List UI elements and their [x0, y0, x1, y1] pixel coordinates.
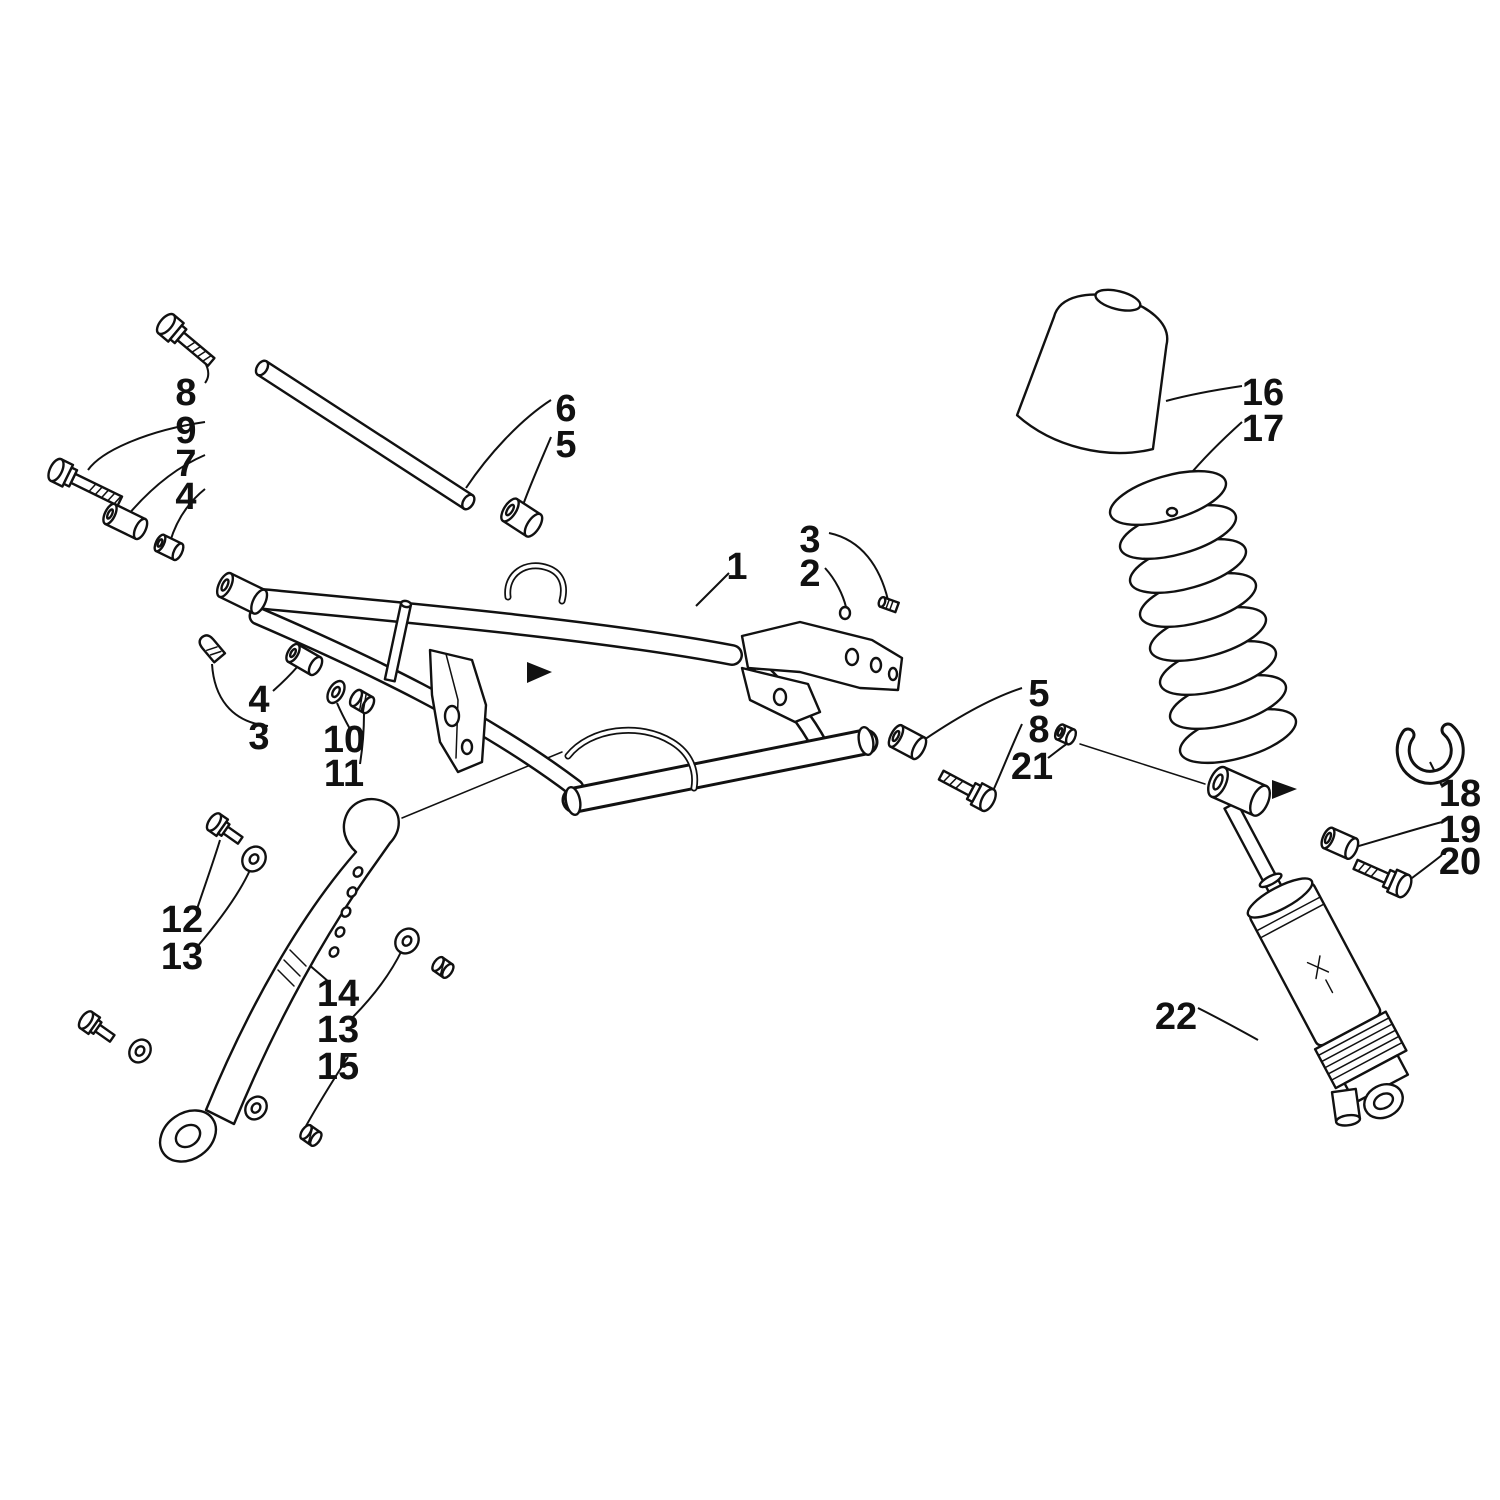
leader-callout-17 [1186, 421, 1243, 479]
shock-absorber-22 [1223, 800, 1410, 1127]
callout-5a: 5 [555, 424, 576, 466]
nut-15b [299, 1123, 323, 1148]
leader-callout-13b [349, 949, 403, 1021]
spacer-bushing-7 [102, 502, 149, 541]
direction-marker-left [527, 662, 552, 683]
lock-nut-21 [1053, 723, 1078, 746]
shock-mount-axis-line [1079, 743, 1206, 785]
washer-10 [326, 679, 346, 705]
bushing-5a [500, 497, 544, 538]
callout-14: 14 [317, 973, 359, 1015]
washer-13b [394, 927, 420, 955]
callout-1: 1 [726, 546, 747, 588]
direction-marker-right [1272, 780, 1297, 799]
callout-17: 17 [1242, 408, 1284, 450]
leader-callout-11 [359, 713, 365, 765]
bushing-4a [153, 533, 185, 562]
flange-bolt-8b [937, 769, 997, 813]
nut-15a [431, 955, 455, 980]
callout-10: 10 [323, 719, 365, 761]
leader-callout-10 [336, 702, 351, 730]
flange-bolt-9 [47, 457, 124, 507]
ball-fitting-2 [838, 605, 852, 621]
flange-bolt-20 [1352, 858, 1413, 899]
callout-22: 22 [1155, 996, 1197, 1038]
callout-21: 21 [1011, 746, 1053, 788]
bushing-4b [285, 642, 324, 677]
leader-callout-6 [465, 399, 552, 489]
callout-15: 15 [317, 1046, 359, 1088]
callout-2: 2 [799, 553, 820, 595]
callout-3a: 3 [799, 519, 820, 561]
rubber-spring-cap-16 [1015, 288, 1169, 455]
bolt-12b [77, 1010, 116, 1043]
retainer-clip-18 [1395, 722, 1465, 785]
shock-eyelet-bushing [1207, 765, 1272, 817]
leader-callout-3b [211, 663, 269, 727]
leader-callout-15 [305, 1056, 349, 1127]
washer-13c [128, 1038, 152, 1064]
frame-pivot-tube [215, 571, 269, 615]
leader-callout-4a [169, 488, 206, 543]
callout-5b: 5 [1028, 673, 1049, 715]
coil-spring-17 [1108, 469, 1298, 765]
leader-callout-13a [196, 869, 251, 948]
callout-8b: 8 [1028, 709, 1049, 751]
leader-callout-22 [1197, 1007, 1259, 1041]
grease-fitting-3a [877, 595, 900, 614]
callout-3b: 3 [248, 716, 269, 758]
washer-13d [244, 1095, 268, 1121]
callout-13a: 13 [161, 936, 203, 978]
shock-logo-marks [1306, 955, 1334, 994]
callout-20: 20 [1439, 841, 1481, 883]
bushing-5b [887, 723, 928, 761]
frame-right-bracket-rear [740, 620, 904, 692]
leader-callout-4b [272, 665, 299, 692]
frame-center-pin [383, 599, 413, 683]
callout-8a: 8 [175, 372, 196, 414]
swing-arm-frame [215, 562, 904, 817]
leader-callout-7 [127, 454, 206, 516]
callout-4a: 4 [175, 476, 196, 518]
bumper-stop-3b [198, 634, 227, 664]
callout-12: 12 [161, 899, 203, 941]
spacer-19 [1320, 826, 1360, 861]
callout-16: 16 [1242, 372, 1284, 414]
washer-13a [241, 845, 267, 873]
leader-callout-20 [1407, 854, 1443, 882]
flange-bolt-8a [155, 312, 216, 367]
callout-labels: 8 9 7 4 6 5 1 3 2 4 3 10 11 12 13 14 13 … [161, 372, 1481, 1088]
callout-9: 9 [175, 410, 196, 452]
callout-19: 19 [1439, 809, 1481, 851]
lock-nut-11 [348, 688, 376, 715]
leader-callout-5a [521, 436, 552, 509]
leader-callout-12 [196, 839, 221, 910]
leader-callout-1 [695, 572, 730, 607]
callout-13b: 13 [317, 1009, 359, 1051]
callout-11: 11 [324, 753, 364, 795]
callout-6: 6 [555, 388, 576, 430]
leader-callout-3a [828, 532, 889, 601]
leader-callout-19 [1351, 821, 1443, 849]
leader-callout-16 [1165, 385, 1243, 402]
callout-7: 7 [175, 443, 196, 485]
bolt-12a [205, 812, 244, 845]
leader-callout-8b [991, 723, 1023, 794]
leader-callout-9 [87, 421, 206, 471]
pivot-shaft-6 [254, 359, 476, 511]
leader-callout-2 [824, 567, 847, 608]
callout-4b: 4 [248, 679, 269, 721]
leader-callout-5b [917, 687, 1023, 745]
sway-bar-blade-14 [158, 797, 400, 1163]
callout-18: 18 [1439, 773, 1481, 815]
